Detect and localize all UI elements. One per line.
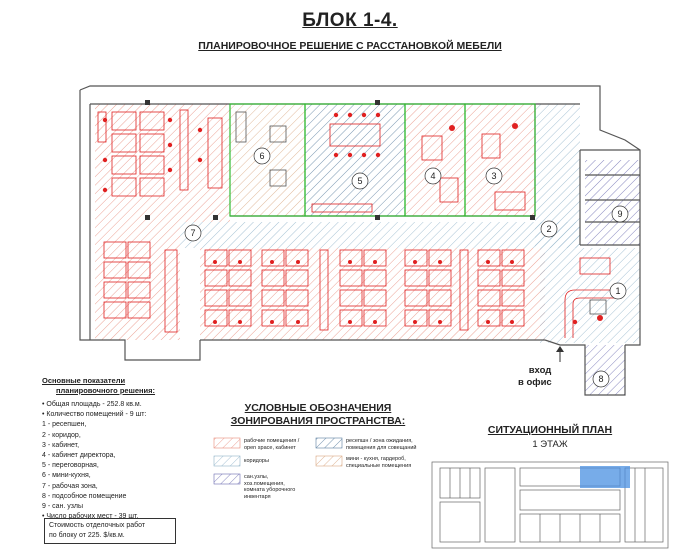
legend-swatch-reception xyxy=(315,437,343,449)
entrance-label: вход в офис xyxy=(518,365,578,389)
situation-plan-floor: 1 ЭТАЖ xyxy=(532,439,568,450)
legend-label: хоз.помещения, xyxy=(244,480,285,487)
list-item: 2 - коридор, xyxy=(42,431,81,439)
cost-box: Стоимость отделочных работ по блоку от 2… xyxy=(44,518,176,544)
legend-label: рабочие помещения / xyxy=(244,438,300,444)
legend-label: сан.узлы, xyxy=(244,474,269,480)
room-number-2: 2 xyxy=(546,224,551,234)
legend-label: помещения для совещаний xyxy=(346,444,417,451)
legend-swatch-work xyxy=(213,437,241,449)
entrance-label-line1: вход xyxy=(528,365,552,376)
list-item: 4 - кабинет директора, xyxy=(42,452,116,460)
legend-item-kitchen: мини - кухня, гардероб, специальные поме… xyxy=(346,456,426,469)
room-number-9: 9 xyxy=(617,209,622,219)
meeting-room-walls xyxy=(229,103,536,217)
entrance-label-line2: в офис xyxy=(518,377,552,388)
kitchen-furniture xyxy=(235,111,607,315)
indicators-heading-2: планировочного решения: xyxy=(56,386,156,395)
list-item: 5 - переговорная, xyxy=(42,462,99,470)
room-number-8: 8 xyxy=(598,374,603,384)
list-item: 8 - подсобное помещение xyxy=(42,492,127,500)
legend-label: ресепшн / зона ожидания, xyxy=(346,438,413,444)
legend-title: УСЛОВНЫЕ ОБОЗНАЧЕНИЯ ЗОНИРОВАНИЯ ПРОСТРА… xyxy=(218,402,418,428)
legend-item-reception: ресепшн / зона ожидания, помещения для с… xyxy=(346,438,426,451)
legend-label: коридоры xyxy=(244,458,269,464)
columns xyxy=(145,100,535,220)
legend-label: комната уборочного инвентаря xyxy=(244,487,296,500)
cost-line-1: Стоимость отделочных работ xyxy=(49,522,146,529)
legend-swatch-kitchen xyxy=(315,455,343,467)
page-subtitle: ПЛАНИРОВОЧНОЕ РЕШЕНИЕ С РАССТАНОВКОЙ МЕБ… xyxy=(198,40,502,52)
legend-label: специальные помещения xyxy=(346,462,412,469)
list-item: • Число рабочих мест - 39 шт. xyxy=(42,513,139,521)
legend-label: мини - кухня, гардероб, xyxy=(346,456,406,462)
room-number-7: 7 xyxy=(190,228,195,238)
furniture xyxy=(97,109,615,338)
list-item: • Общая площадь - 252.8 кв.м. xyxy=(42,401,142,408)
indicators-heading-1: Основные показатели xyxy=(42,376,126,385)
list-item: 9 - сан. узлы xyxy=(42,503,84,511)
list-item: 1 - ресепшен, xyxy=(42,421,87,429)
indicators-block: Основные показатели планировочного решен… xyxy=(42,376,242,522)
room-number-5: 5 xyxy=(357,176,362,186)
entrance-arrow-icon xyxy=(556,346,564,362)
room-number-1: 1 xyxy=(615,286,620,296)
room-number-3: 3 xyxy=(491,171,496,181)
list-item: 3 - кабинет, xyxy=(42,441,80,449)
legend-swatches xyxy=(213,437,343,485)
room-number-markers xyxy=(184,147,629,388)
list-item: 6 - мини-кухня, xyxy=(42,472,91,480)
zone-hatching xyxy=(95,104,640,395)
list-item: • Количество помещений - 9 шт: xyxy=(42,411,147,419)
list-item: 7 - рабочая зона, xyxy=(42,482,98,490)
room-number-6: 6 xyxy=(259,151,264,161)
chairs xyxy=(102,112,603,325)
room-number-4: 4 xyxy=(430,171,435,181)
legend-title-line1: УСЛОВНЫЕ ОБОЗНАЧЕНИЯ xyxy=(244,402,392,414)
cost-line-2: по блоку от 225. $/кв.м. xyxy=(49,532,125,539)
legend-item-sanitary: сан.узлы, хоз.помещения, комната уборочн… xyxy=(244,474,312,500)
page-title: БЛОК 1-4. xyxy=(302,10,398,31)
situation-plan-title: СИТУАЦИОННЫЙ ПЛАН xyxy=(487,424,613,436)
situation-plan-map xyxy=(431,461,669,549)
legend-item-work: рабочие помещения / open space, кабинет xyxy=(244,438,312,451)
indicators-list: • Общая площадь - 252.8 кв.м. • Количест… xyxy=(42,400,242,522)
legend-label: open space, кабинет xyxy=(244,444,296,451)
legend-swatch-sanitary xyxy=(213,473,241,485)
situation-block-highlight xyxy=(580,466,630,488)
legend-title-line2: ЗОНИРОВАНИЯ ПРОСТРАНСТВА: xyxy=(230,415,406,427)
legend-swatch-corridor xyxy=(213,455,241,467)
legend-item-corridor: коридоры xyxy=(244,458,312,465)
